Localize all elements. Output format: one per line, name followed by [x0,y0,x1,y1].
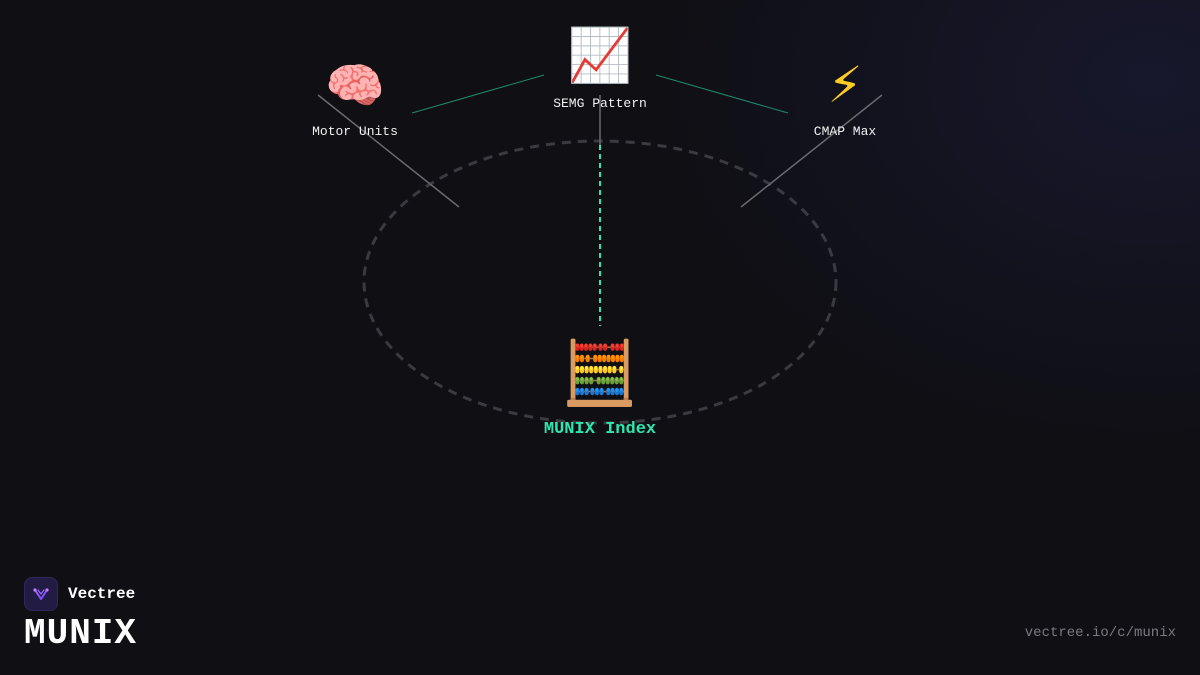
branding: Vectree MUNIX [24,577,137,654]
node-label-motor-units: Motor Units [312,124,398,139]
brain-icon: 🧠 [325,58,385,114]
company-name: Vectree [68,585,136,603]
node-cmap-max: ⚡ CMAP Max [814,60,876,139]
node-label-semg-pattern: SEMG Pattern [553,96,647,111]
node-motor-units: 🧠 Motor Units [312,62,398,139]
node-semg-pattern: 📈 SEMG Pattern [553,30,647,111]
link-semg-to-cmap [655,74,789,114]
lightning-icon: ⚡ [827,56,863,114]
link-motor-to-orbit [317,94,460,208]
vectree-logo-icon [24,577,58,611]
node-munix-index: 🧮 MUNIX Index [543,336,657,440]
node-label-cmap-max: CMAP Max [813,124,877,139]
site-url: vectree.io/c/munix [1024,625,1176,641]
abacus-icon: 🧮 [561,336,639,409]
link-motor-to-semg [411,74,545,114]
product-title: MUNIX [24,613,138,654]
link-cmap-to-orbit [740,94,883,208]
node-label-munix-index: MUNIX Index [543,420,657,439]
chart-increasing-icon: 📈 [567,26,633,86]
